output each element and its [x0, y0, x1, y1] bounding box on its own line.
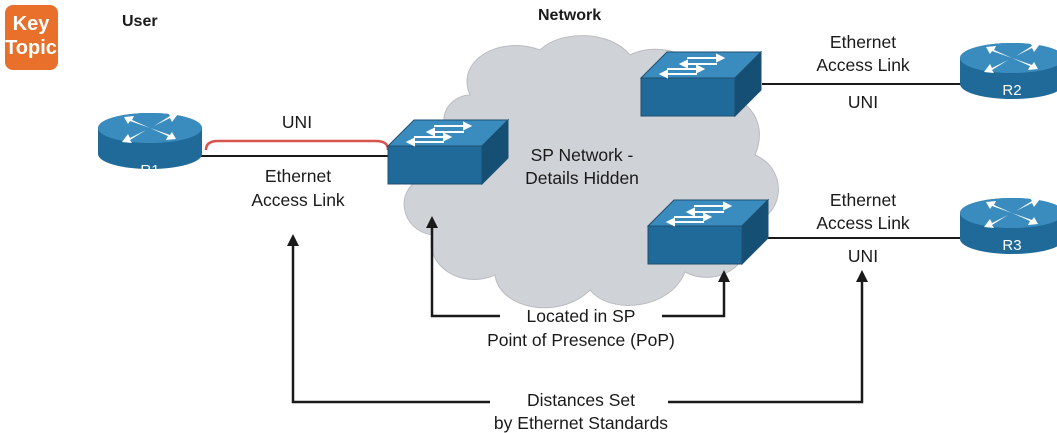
bottom-right-link-line2: Access Link — [816, 213, 910, 233]
router-r1 — [98, 113, 202, 169]
bottom-right-link-line1: Ethernet — [830, 190, 896, 210]
router-icon — [98, 113, 202, 169]
switch-icon — [640, 51, 762, 117]
switch-bottom-right — [647, 199, 769, 265]
top-right-link-line1: Ethernet — [830, 32, 896, 52]
network-header: Network — [538, 7, 601, 24]
router-r1-label: R1 — [140, 162, 159, 179]
pop-label-line2: Point of Presence (PoP) — [487, 330, 675, 350]
pop-label-line1: Located in SP — [527, 306, 636, 326]
distance-label-line2: by Ethernet Standards — [494, 413, 668, 433]
key-topic-badge: Key Topic — [5, 5, 58, 70]
distance-arrow-left — [287, 234, 490, 404]
key-topic-background — [5, 5, 58, 70]
left-link-line1: Ethernet — [265, 166, 331, 186]
uni-bracket — [204, 139, 390, 151]
cloud-label-line2: Details Hidden — [525, 168, 639, 188]
pop-arrow-left — [426, 216, 500, 318]
pop-arrow-right — [662, 270, 730, 318]
left-uni-label: UNI — [282, 112, 312, 132]
cloud-label-line1: SP Network - — [531, 145, 634, 165]
switch-icon — [387, 119, 509, 185]
top-right-link-line2: Access Link — [816, 55, 910, 75]
switch-top-right — [640, 51, 762, 117]
bottom-right-uni-label: UNI — [848, 246, 878, 266]
switch-icon — [647, 199, 769, 265]
distance-arrow-right — [668, 270, 868, 404]
distance-label-line1: Distances Set — [527, 390, 635, 410]
router-r3-label: R3 — [1002, 237, 1021, 254]
switch-left — [387, 119, 509, 185]
key-topic-line2: Topic — [5, 37, 57, 59]
left-link-line2: Access Link — [251, 190, 345, 210]
top-right-uni-label: UNI — [848, 92, 878, 112]
key-topic-line1: Key — [13, 13, 51, 35]
user-header: User — [122, 13, 158, 30]
router-r2-label: R2 — [1002, 82, 1021, 99]
